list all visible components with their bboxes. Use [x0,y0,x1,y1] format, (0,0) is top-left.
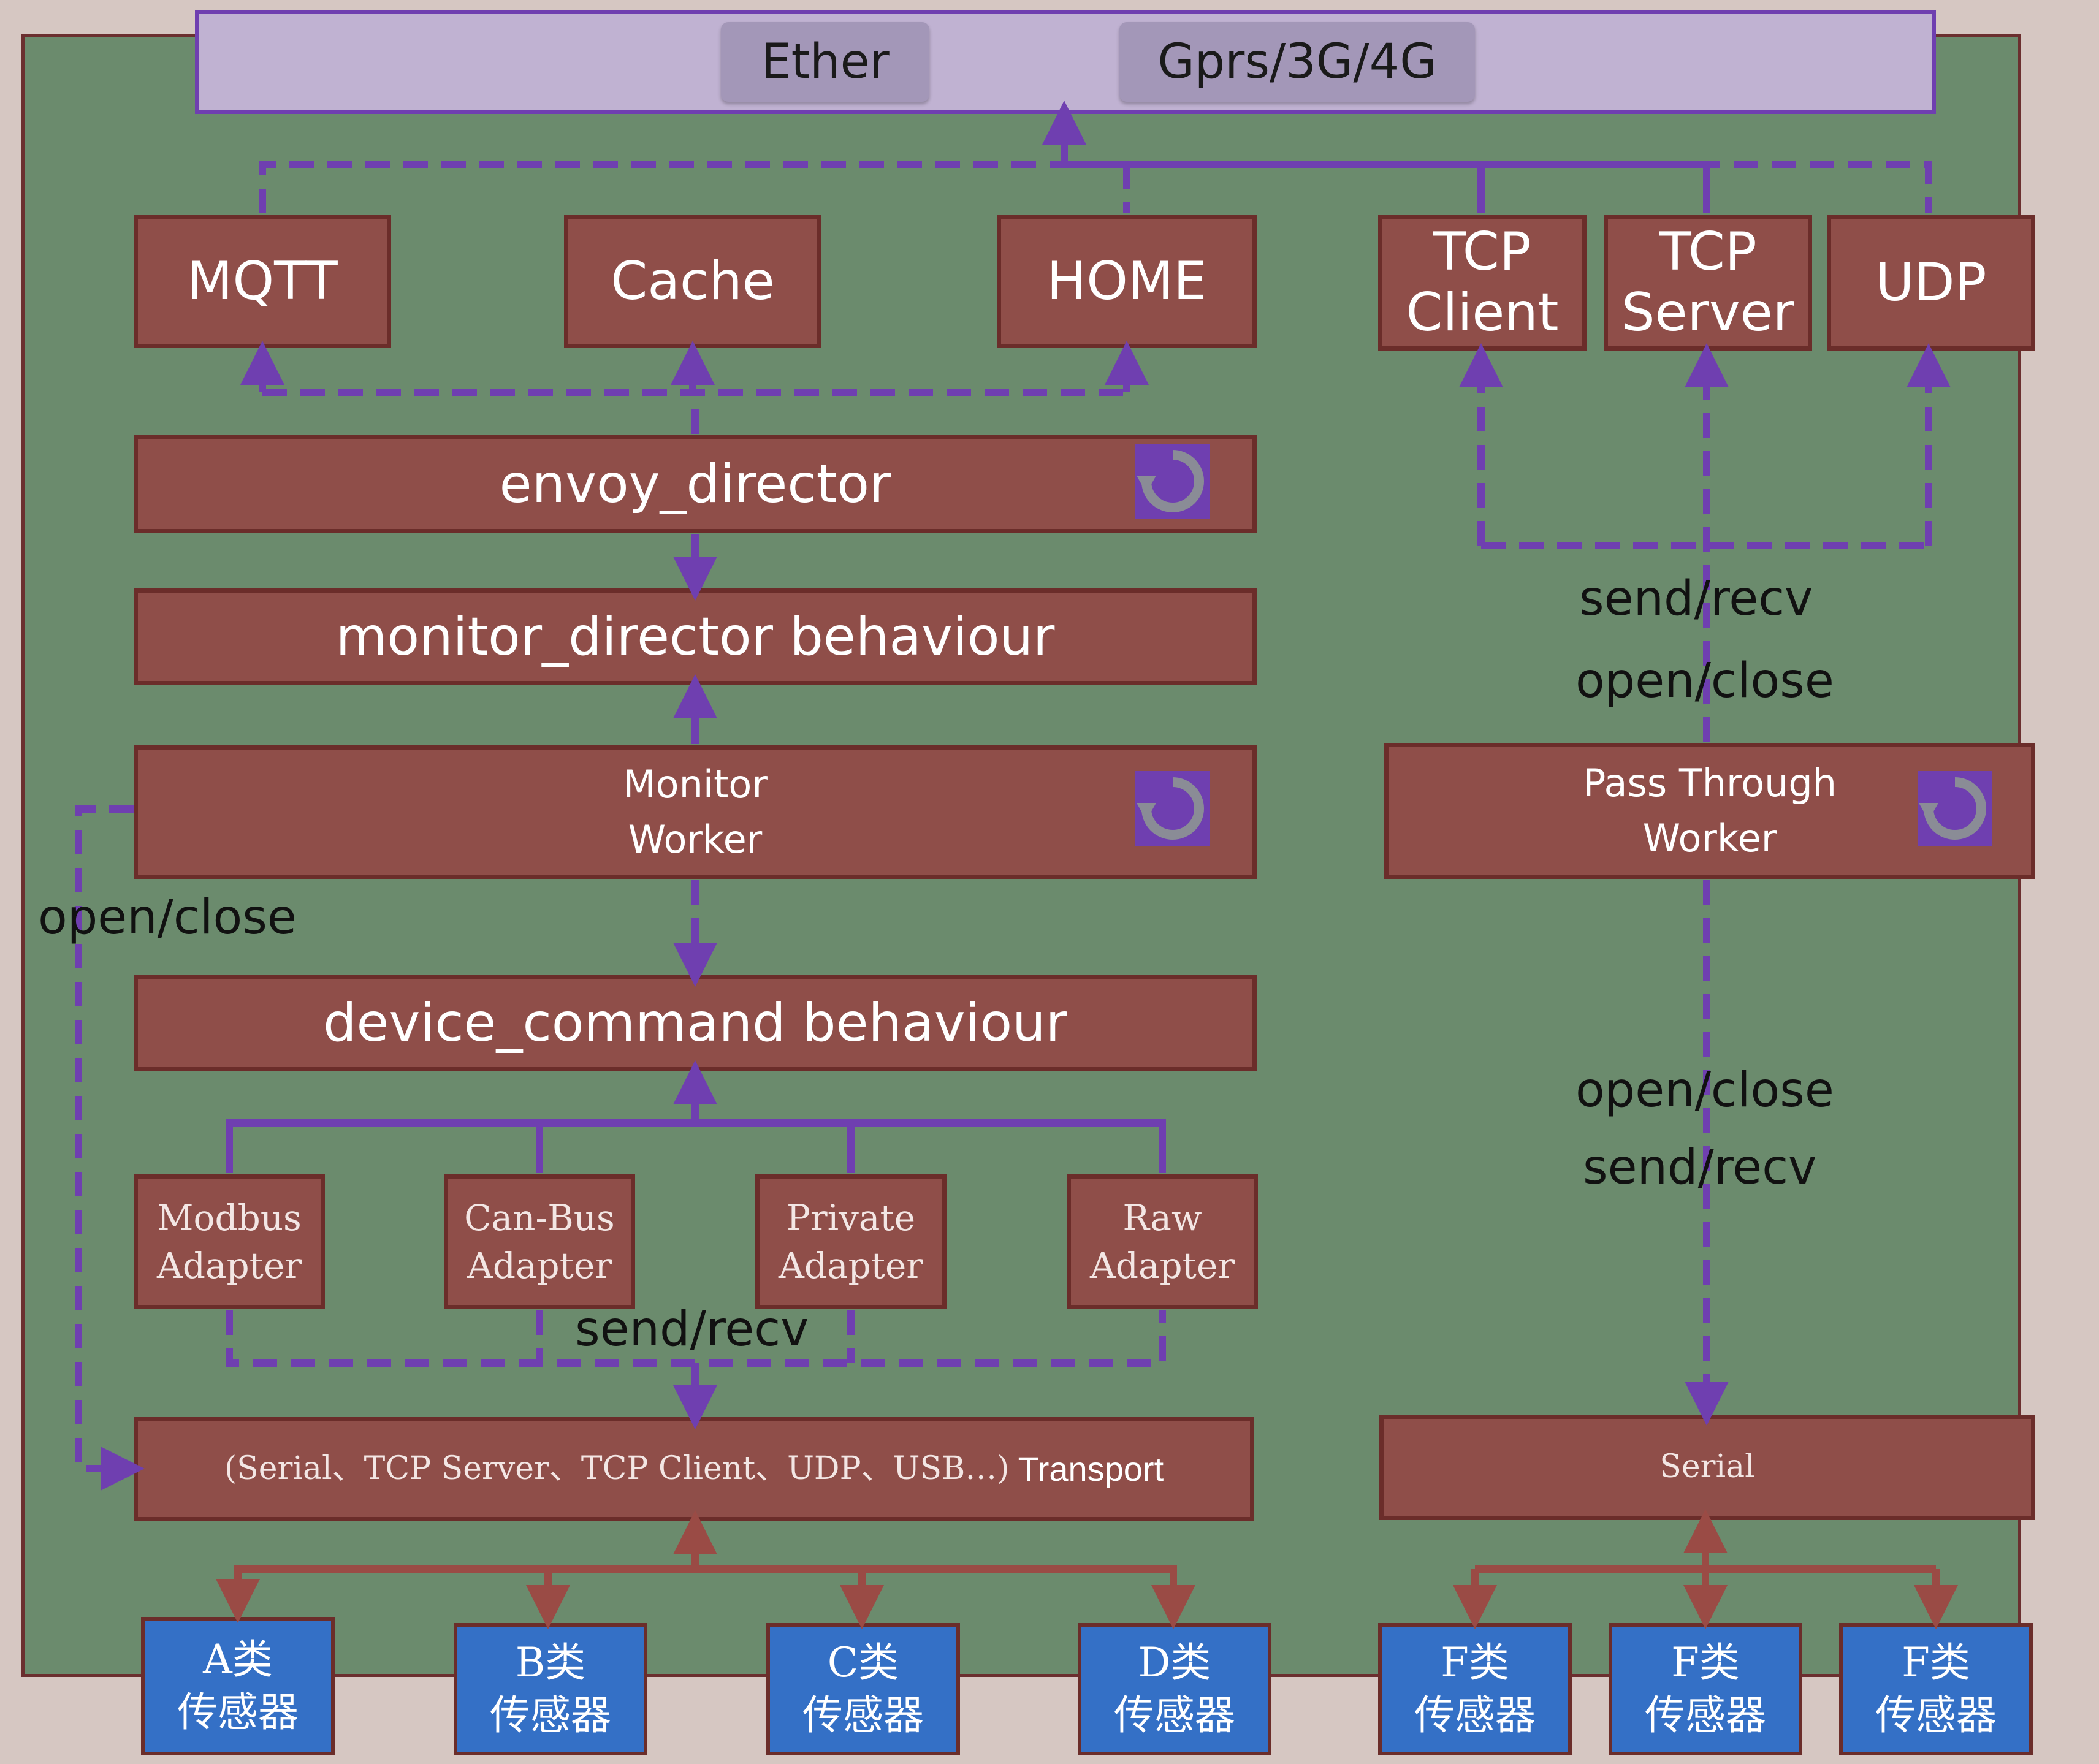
monitor-worker-box[interactable]: Monitor Worker [134,745,1257,879]
udp-box[interactable]: UDP [1827,215,2035,351]
sensor-f3[interactable]: F类 传感器 [1839,1623,2033,1755]
raw-adapter-box[interactable]: Raw Adapter [1067,1174,1258,1309]
sensor-d[interactable]: D类 传感器 [1078,1623,1271,1755]
transport-word: Transport [1018,1449,1164,1488]
transport-box[interactable]: (Serial、TCP Server、TCP Client、UDP、USB…) … [134,1417,1254,1521]
refresh-icon [1135,771,1210,846]
open-close-label-right-bottom: open/close [1575,1063,1834,1118]
cache-box[interactable]: Cache [564,215,821,348]
transport-list: (Serial、TCP Server、TCP Client、UDP、USB…) [224,1450,1010,1488]
tcp-server-box[interactable]: TCP Server [1604,215,1812,351]
tcp-client-box[interactable]: TCP Client [1378,215,1587,351]
envoy-director-label: envoy_director [499,453,891,515]
network-bar [195,10,1936,114]
gprs-pill[interactable]: Gprs/3G/4G [1119,22,1475,102]
modbus-adapter-box[interactable]: Modbus Adapter [134,1174,325,1309]
envoy-director-box[interactable]: envoy_director [134,435,1257,533]
open-close-label-left: open/close [38,890,297,945]
home-box[interactable]: HOME [997,215,1257,348]
sensor-b[interactable]: B类 传感器 [454,1623,647,1755]
refresh-icon [1135,444,1210,519]
pass-through-worker-box[interactable]: Pass Through Worker [1384,743,2035,879]
private-adapter-box[interactable]: Private Adapter [755,1174,947,1309]
monitor-director-box[interactable]: monitor_director behaviour [134,588,1257,685]
sensor-c[interactable]: C类 传感器 [766,1623,960,1755]
open-close-label-right-top: open/close [1575,653,1834,709]
send-recv-label-adapters: send/recv [575,1302,809,1357]
sensor-f2[interactable]: F类 传感器 [1609,1623,1802,1755]
ether-pill[interactable]: Ether [721,22,929,102]
send-recv-label-right-top: send/recv [1579,571,1813,626]
refresh-icon [1918,771,1992,846]
canbus-adapter-box[interactable]: Can-Bus Adapter [444,1174,635,1309]
send-recv-label-right-bottom: send/recv [1583,1140,1817,1195]
